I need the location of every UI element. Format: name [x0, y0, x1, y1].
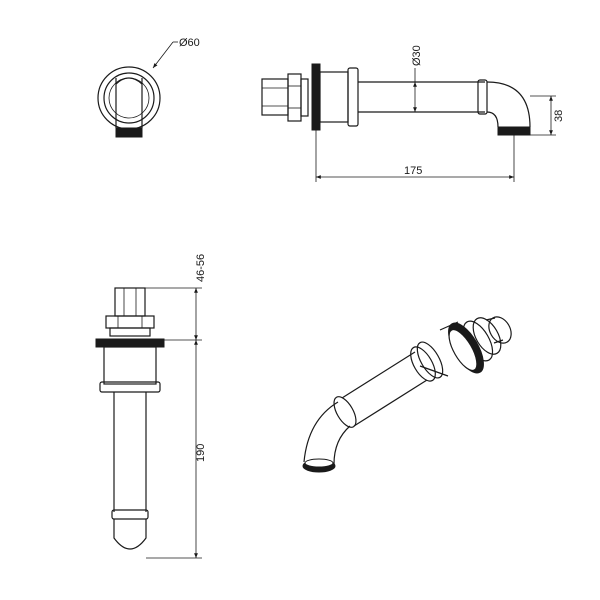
front-spout-outlet: [115, 127, 143, 138]
top-thread-stub: [114, 287, 146, 317]
label-length-spout: 175: [404, 165, 422, 177]
label-diameter-tube: Ø30: [411, 45, 423, 66]
side-washer: [300, 78, 309, 117]
side-elbow-inner: [486, 111, 499, 128]
iso-tube-ring: [333, 396, 357, 428]
side-view: Ø30 38 175: [261, 45, 565, 182]
top-view: 46-56 190: [95, 254, 207, 559]
top-washer: [109, 327, 151, 337]
top-tube-end: [113, 519, 147, 550]
front-spout-body: [115, 78, 143, 128]
top-collar: [103, 346, 157, 385]
side-flange: [311, 63, 321, 131]
label-length-body: 190: [195, 444, 207, 462]
iso-thread-end: [488, 316, 512, 344]
top-tube-ring: [111, 509, 149, 520]
label-height-outlet: 38: [553, 110, 565, 122]
label-thread-range: 46-56: [195, 254, 207, 282]
top-flange: [95, 338, 165, 348]
side-outlet: [497, 126, 531, 136]
iso-collar-ring: [410, 346, 436, 382]
side-tube-ring: [477, 79, 488, 115]
isometric-view: [302, 316, 512, 473]
side-nut: [287, 73, 302, 122]
leader-diameter-flange: [152, 41, 174, 69]
iso-nut: [472, 317, 502, 355]
front-view: Ø60: [97, 37, 200, 138]
iso-tube-bottom: [353, 379, 428, 427]
iso-tube-top: [341, 351, 416, 399]
front-flange-inner: [103, 72, 155, 124]
iso-elbow-inner: [333, 425, 351, 465]
side-thread-stub: [261, 78, 289, 116]
label-diameter-flange: Ø60: [179, 37, 200, 49]
side-collar: [319, 71, 349, 123]
front-spout-top: [115, 77, 143, 85]
front-flange-outer: [97, 66, 161, 130]
side-collar-ring: [347, 67, 359, 127]
side-elbow-outer: [486, 81, 531, 128]
top-collar-ring: [99, 381, 161, 393]
front-flange-ring: [108, 77, 150, 119]
top-nut: [105, 315, 155, 329]
iso-elbow-outer: [303, 401, 339, 463]
